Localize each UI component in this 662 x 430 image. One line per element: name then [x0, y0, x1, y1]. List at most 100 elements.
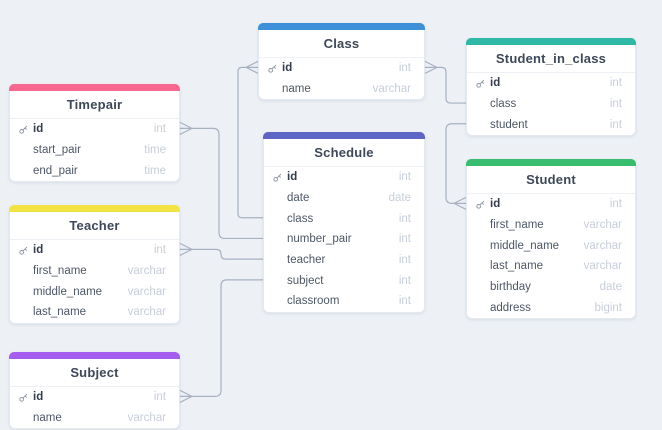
field-type: int	[153, 123, 166, 136]
field-type: bigint	[594, 301, 623, 314]
field-row-student-first_name[interactable]: first_name varchar	[467, 215, 635, 236]
relation-subject-schedule	[192, 279, 263, 397]
field-type: varchar	[127, 285, 166, 298]
field-name: last_name	[475, 260, 543, 272]
field-name: subject	[272, 275, 323, 287]
field-name: last_name	[18, 306, 86, 318]
table-accent-bar	[9, 352, 180, 359]
primary-key-icon	[273, 173, 282, 182]
crow-foot-marker	[424, 60, 438, 74]
table-title: Timepair	[10, 91, 179, 119]
primary-key-icon	[19, 393, 28, 402]
field-name: birthday	[475, 281, 531, 293]
field-row-schedule-teacher[interactable]: teacher int	[264, 250, 424, 271]
field-type: time	[144, 164, 166, 177]
field-type: varchar	[583, 219, 622, 232]
primary-key-icon	[268, 64, 277, 73]
field-name-pk: id	[18, 244, 43, 256]
field-row-student-middle_name[interactable]: middle_name varchar	[467, 235, 635, 256]
relation-class-student_in_class	[437, 66, 466, 104]
field-name: classroom	[272, 295, 339, 307]
field-type: int	[153, 244, 166, 257]
primary-key-icon	[19, 246, 28, 255]
table-accent-bar	[9, 84, 180, 91]
table-title: Student	[467, 166, 635, 194]
field-name-pk: id	[18, 391, 43, 403]
field-name-text: last_name	[33, 306, 87, 319]
crow-foot-marker	[245, 60, 259, 74]
field-name-pk: id	[475, 77, 500, 89]
field-name-text: first_name	[490, 219, 544, 232]
relation-student_in_class-student	[445, 123, 466, 204]
field-row-timepair-id[interactable]: id int	[10, 119, 179, 140]
field-type: date	[388, 192, 411, 205]
field-name-text: number_pair	[287, 233, 352, 246]
field-name: first_name	[18, 265, 87, 277]
field-row-schedule-date[interactable]: date date	[264, 188, 424, 209]
field-name-pk: id	[18, 123, 43, 135]
field-name-text: start_pair	[33, 144, 81, 157]
field-name-text: id	[33, 391, 44, 404]
field-name: teacher	[272, 254, 325, 266]
field-type: int	[398, 254, 411, 267]
relation-timepair-schedule	[192, 127, 263, 240]
crow-foot-marker	[179, 242, 193, 256]
field-type: int	[398, 62, 411, 75]
field-type: int	[398, 295, 411, 308]
crow-foot-marker	[453, 196, 467, 210]
field-name: first_name	[475, 219, 544, 231]
primary-key-icon	[476, 200, 485, 209]
field-name-text: id	[287, 171, 298, 184]
field-type: int	[609, 198, 622, 211]
field-row-student-address[interactable]: address bigint	[467, 297, 635, 318]
field-name-text: id	[490, 77, 501, 90]
table-accent-bar	[9, 205, 180, 212]
field-name: start_pair	[18, 144, 81, 156]
field-type: varchar	[583, 239, 622, 252]
field-name-text: middle_name	[33, 285, 103, 298]
field-name: date	[272, 192, 309, 204]
field-type: int	[609, 77, 622, 90]
field-row-subject-id[interactable]: id int	[10, 387, 179, 408]
table-title: Schedule	[264, 139, 424, 167]
field-row-teacher-id[interactable]: id int	[10, 240, 179, 261]
field-type: int	[609, 98, 622, 111]
field-name: address	[475, 302, 531, 314]
field-name: class	[272, 213, 313, 225]
table-title: Class	[259, 30, 424, 58]
field-row-teacher-middle_name[interactable]: middle_name varchar	[10, 281, 179, 302]
field-name-text: date	[287, 192, 310, 205]
field-name-text: subject	[287, 274, 324, 287]
field-type: int	[153, 391, 166, 404]
primary-key-icon	[19, 125, 28, 134]
primary-key-icon	[476, 79, 485, 88]
field-type: varchar	[127, 412, 166, 425]
field-row-schedule-classroom[interactable]: classroom int	[264, 291, 424, 312]
field-row-student_in_class-id[interactable]: id int	[467, 73, 635, 94]
field-name-text: middle_name	[490, 239, 560, 252]
